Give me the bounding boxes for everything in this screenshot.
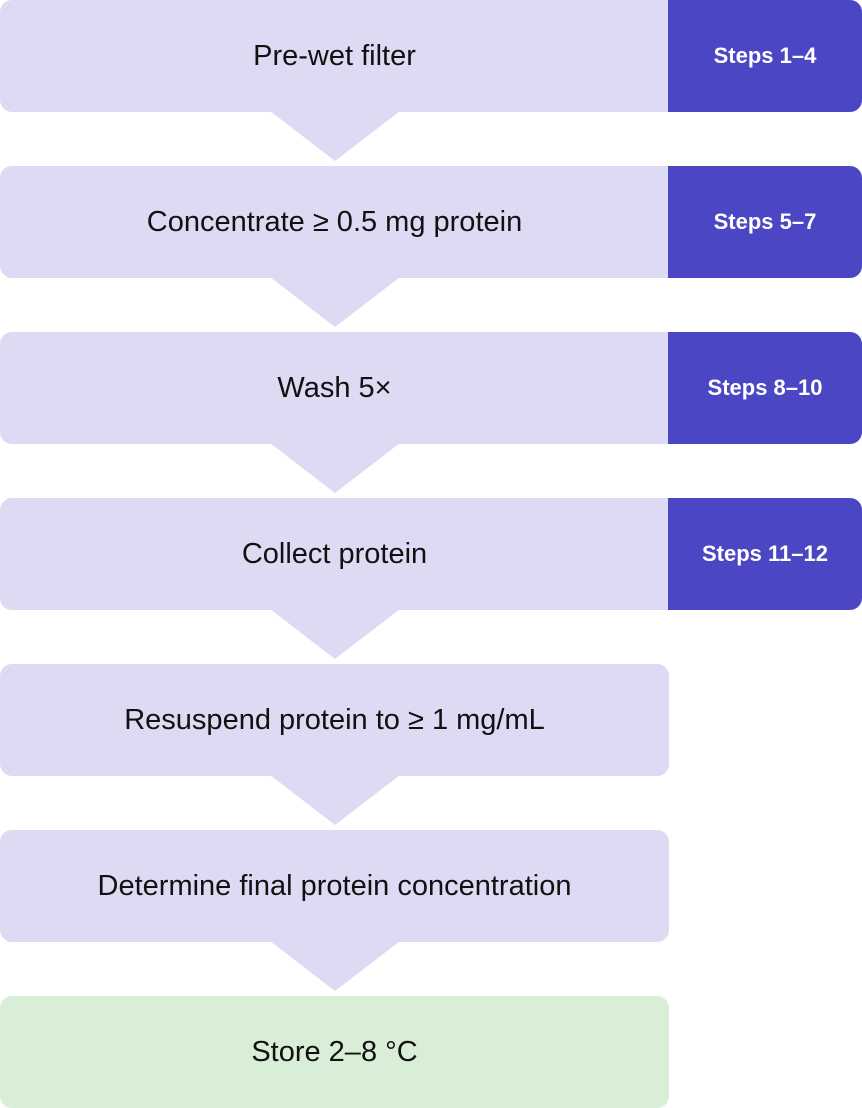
step-pre-wet-filter: Pre-wet filter Steps 1–4 [0,0,862,112]
flow-arrow [270,609,400,659]
step-label: Wash 5× [277,371,392,404]
step-range-badge: Steps 1–4 [668,0,862,112]
flow-arrow [270,775,400,825]
step-resuspend-protein: Resuspend protein to ≥ 1 mg/mL [0,664,669,776]
step-label: Pre-wet filter [253,39,416,72]
step-label: Collect protein [241,537,428,570]
step-range-badge: Steps 8–10 [668,332,862,444]
flow-arrow [270,941,400,991]
step-wash: Wash 5× Steps 8–10 [0,332,862,444]
flow-arrow [270,443,400,493]
flow-arrow [270,277,400,327]
step-collect-protein: Collect protein Steps 11–12 [0,498,862,610]
step-label: Concentrate ≥ 0.5 mg protein [146,205,523,238]
flow-arrow [270,111,400,161]
step-range-badge: Steps 5–7 [668,166,862,278]
step-store: Store 2–8 °C [0,996,669,1108]
step-label: Determine final protein concentration [97,869,572,902]
step-concentrate: Concentrate ≥ 0.5 mg protein Steps 5–7 [0,166,862,278]
step-label: Resuspend protein to ≥ 1 mg/mL [124,703,545,736]
step-label: Store 2–8 °C [251,1035,418,1068]
step-determine-concentration: Determine final protein concentration [0,830,669,942]
step-range-badge: Steps 11–12 [668,498,862,610]
